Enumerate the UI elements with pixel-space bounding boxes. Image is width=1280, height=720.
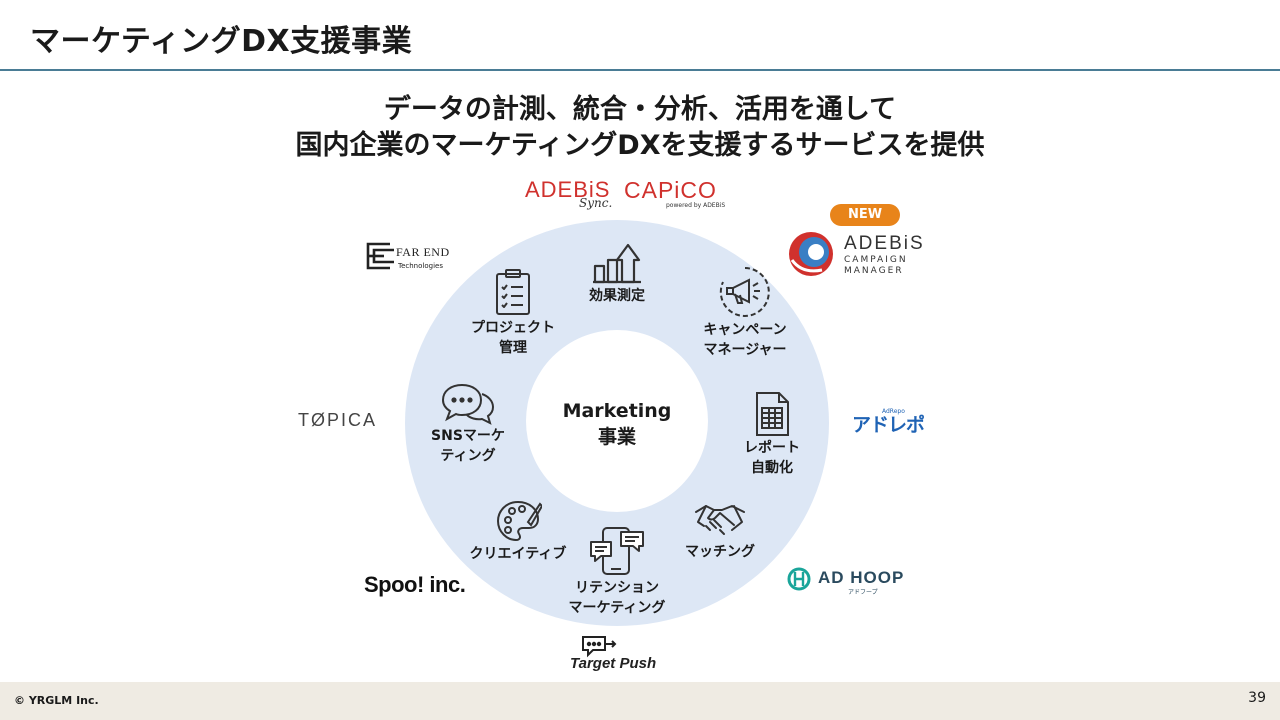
hub-label: Marketing 事業	[526, 398, 708, 450]
adhoop-subtext: アドフープ	[848, 589, 878, 596]
bar-chart-growth-icon	[593, 243, 641, 284]
spool-logo: Spoo! inc.	[364, 572, 466, 597]
new-badge: NEW	[830, 204, 900, 226]
campaign-manager-mark-icon	[789, 232, 833, 276]
footer-bar	[0, 682, 1280, 720]
far-end-subtext: Technologies	[398, 262, 443, 270]
far-end-logo: FAR END Technologies	[364, 240, 454, 274]
adebis-sync-wordmark: ADEBiS	[525, 177, 611, 202]
service-label-line-2: 管理	[499, 340, 527, 356]
service-label-line-2: マネージャー	[703, 342, 787, 358]
megaphone-icon	[719, 267, 770, 317]
capico-subtext: powered by ADEBiS	[666, 202, 726, 209]
service-matching: マッチング	[670, 500, 770, 562]
hub-circle	[526, 330, 708, 512]
slide-title: マーケティングDX支援事業	[30, 24, 413, 59]
service-label-line-1: レポート	[744, 440, 800, 456]
palette-icon	[496, 500, 542, 542]
capico-logo: CAPiCO powered by ADEBiS	[624, 178, 734, 212]
service-sns-marketing: SNSマーケ ティング	[418, 382, 518, 466]
title-divider	[0, 69, 1280, 71]
page-number: 39	[1248, 690, 1266, 706]
campaign-manager-wordmark: ADEBiS	[844, 233, 925, 254]
campaign-manager-line-3: MANAGER	[844, 266, 904, 276]
headline-line-2: 国内企業のマーケティングDXを支援するサービスを提供	[295, 130, 985, 161]
service-report-automation: レポート 自動化	[722, 390, 822, 478]
service-project-management: プロジェクト 管理	[458, 268, 568, 358]
topica-logo: TØPICA	[298, 410, 378, 430]
hub-label-line-1: Marketing	[562, 400, 672, 422]
clipboard-checklist-icon	[496, 269, 530, 315]
adrepo-subtext: AdRepo	[882, 408, 905, 415]
far-end-mark-icon	[366, 242, 394, 270]
service-label-line-2: ティング	[440, 448, 496, 464]
adhoop-mark-icon	[787, 567, 811, 591]
adebis-campaign-manager-logo: ADEBiS CAMPAIGN MANAGER	[786, 228, 926, 282]
headline-line-1: データの計測、統合・分析、活用を通して	[383, 94, 897, 125]
service-label: 効果測定	[589, 288, 645, 304]
headline: データの計測、統合・分析、活用を通して 国内企業のマーケティングDXを支援するサ…	[0, 92, 1280, 164]
smartphone-chat-icon	[590, 527, 644, 575]
campaign-manager-line-2: CAMPAIGN	[844, 255, 908, 265]
target-push-wordmark: Target Push	[570, 655, 657, 672]
capico-wordmark: CAPiCO	[624, 177, 717, 203]
handshake-icon	[695, 505, 745, 535]
chat-bubbles-icon	[441, 383, 495, 425]
adebis-sync-logo: ADEBiS Sync.	[525, 178, 625, 212]
target-push-mark-icon	[582, 636, 617, 658]
spreadsheet-document-icon	[756, 392, 789, 436]
service-creative: クリエイティブ	[458, 498, 578, 564]
service-label-line-1: SNSマーケ	[431, 428, 505, 444]
service-retention-marketing: リテンション マーケティング	[555, 524, 679, 618]
service-label: クリエイティブ	[469, 546, 567, 562]
adrepo-logo: AdRepo アドレポ	[852, 408, 932, 436]
service-label-line-1: リテンション	[575, 580, 659, 596]
copyright-text: © YRGLM Inc.	[14, 694, 99, 707]
target-push-logo: Target Push	[568, 634, 668, 676]
far-end-wordmark: FAR END	[396, 245, 450, 259]
service-label: マッチング	[685, 544, 755, 560]
service-label-line-1: プロジェクト	[471, 320, 555, 336]
hub-label-line-2: 事業	[597, 426, 636, 448]
service-label-line-2: 自動化	[751, 460, 793, 476]
adebis-sync-subtext: Sync.	[579, 196, 613, 210]
adrepo-wordmark: アドレポ	[852, 414, 925, 436]
adhoop-wordmark: AD HOOP	[818, 568, 905, 587]
service-campaign-manager: キャンペーン マネージャー	[685, 264, 805, 360]
service-label-line-1: キャンペーン	[703, 322, 787, 338]
service-label-line-2: マーケティング	[568, 600, 666, 616]
adhoop-logo: AD HOOP アドフープ	[786, 566, 906, 596]
service-effect-measurement: 効果測定	[567, 240, 667, 306]
